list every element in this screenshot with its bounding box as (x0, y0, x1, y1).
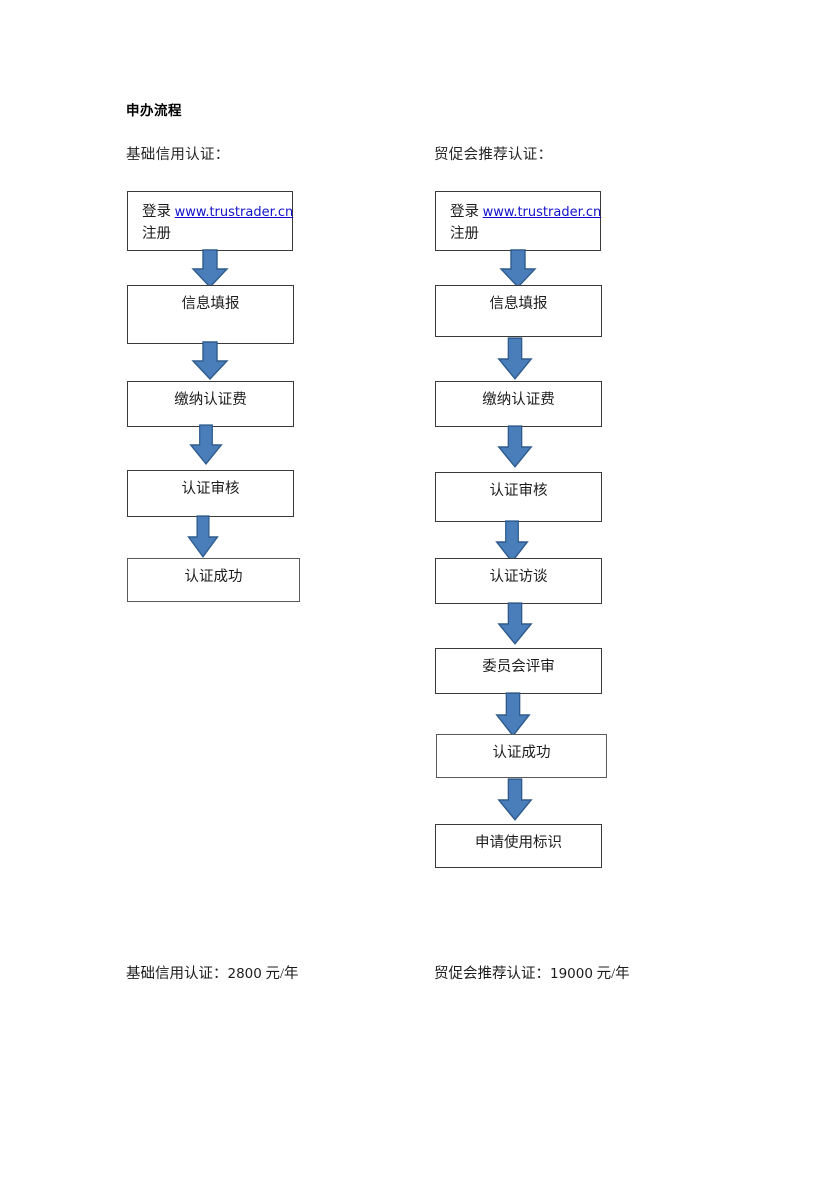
register-text: 注册 (142, 226, 171, 243)
flow-node-login-register-basic: 登录 www.trustrader.cn 注册 (127, 191, 293, 251)
footer-amount: 19000 (550, 966, 593, 982)
flowchart-basic-credit: 登录 www.trustrader.cn 注册 信息填报 缴纳认证费 认证审核 (0, 0, 300, 1188)
down-arrow-icon (186, 515, 220, 559)
login-line: 登录 www.trustrader.cn (142, 201, 294, 223)
down-arrow-icon (496, 425, 534, 469)
flow-node-review-ccpit: 认证审核 (435, 472, 602, 522)
down-arrow-icon (496, 337, 534, 381)
down-arrow-icon (190, 341, 230, 381)
flow-node-info-filing-ccpit: 信息填报 (435, 285, 602, 337)
footer-amount: 2800 (227, 966, 262, 982)
flowchart-ccpit-recommended: 登录 www.trustrader.cn 注册 信息填报 缴纳认证费 认证审核 (0, 0, 607, 1188)
flow-node-label: 缴纳认证费 (174, 392, 247, 408)
column-label-basic: 基础信用认证： (126, 147, 230, 163)
down-arrow-icon (494, 520, 530, 564)
flow-node-success-ccpit: 认证成功 (436, 734, 607, 778)
login-prefix-text: 登录 (450, 204, 483, 220)
login-line: 登录 www.trustrader.cn (450, 201, 602, 223)
flow-node-login-register-ccpit: 登录 www.trustrader.cn 注册 (435, 191, 601, 251)
down-arrow-icon (494, 692, 532, 738)
flow-node-label: 认证审核 (489, 483, 548, 499)
trustrader-link[interactable]: www.trustrader.cn (482, 205, 602, 220)
flow-node-pay-fee-ccpit: 缴纳认证费 (435, 381, 602, 427)
flow-node-label: 认证成功 (184, 569, 243, 585)
flow-node-label: 申请使用标识 (475, 835, 562, 851)
footer-price-ccpit: 贸促会推荐认证：19000 元/年 (434, 962, 630, 983)
flow-node-label: 缴纳认证费 (482, 392, 555, 408)
down-arrow-icon (496, 778, 534, 822)
flow-node-label: 信息填报 (489, 296, 548, 312)
page-title: 申办流程 (126, 103, 182, 119)
footer-price-basic: 基础信用认证：2800 元/年 (126, 962, 299, 983)
trustrader-link[interactable]: www.trustrader.cn (174, 205, 294, 220)
flow-node-info-filing-basic: 信息填报 (127, 285, 294, 344)
flow-node-label: 认证访谈 (489, 569, 548, 585)
footer-label: 贸促会推荐认证： (434, 966, 550, 982)
login-prefix-text: 登录 (142, 204, 175, 220)
down-arrow-icon (498, 249, 538, 289)
flow-node-review-basic: 认证审核 (127, 470, 294, 517)
flow-node-committee-review-ccpit: 委员会评审 (435, 648, 602, 694)
flow-node-label: 委员会评审 (482, 659, 555, 675)
footer-unit: 元/年 (592, 966, 630, 982)
column-label-ccpit: 贸促会推荐认证： (434, 147, 553, 163)
footer-label: 基础信用认证： (126, 966, 228, 982)
footer-unit: 元/年 (261, 966, 299, 982)
flow-node-interview-ccpit: 认证访谈 (435, 558, 602, 604)
register-text: 注册 (450, 226, 479, 243)
down-arrow-icon (190, 249, 230, 289)
flow-node-label: 信息填报 (181, 296, 240, 312)
flow-node-label: 认证审核 (181, 481, 240, 497)
flow-node-label: 认证成功 (492, 745, 551, 761)
down-arrow-icon (188, 424, 224, 466)
flow-node-pay-fee-basic: 缴纳认证费 (127, 381, 294, 427)
down-arrow-icon (496, 602, 534, 646)
flow-node-apply-mark-ccpit: 申请使用标识 (435, 824, 602, 868)
flow-node-success-basic: 认证成功 (127, 558, 300, 602)
